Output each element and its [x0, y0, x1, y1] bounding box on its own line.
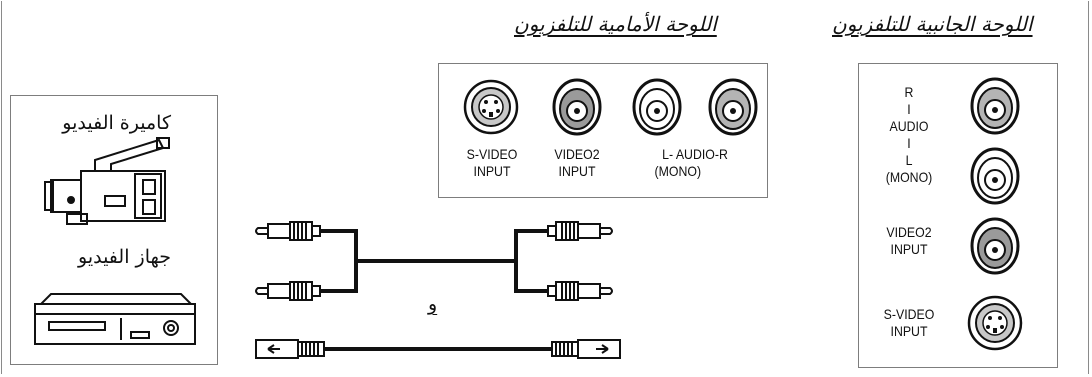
device-box: كاميرة الفيديو جهاز الفيديو — [10, 95, 218, 365]
svideo-jack-front — [463, 79, 519, 135]
svideo-jack-side — [967, 295, 1023, 351]
rca-cable-pair — [255, 221, 613, 301]
audio-r-jack-side — [970, 77, 1020, 135]
vcr-label: جهاز الفيديو — [78, 246, 171, 268]
front-audio-label: L- AUDIO-R (MONO) — [654, 146, 728, 179]
video2-jack-front — [552, 78, 602, 136]
side-panel-box: R I AUDIO I L (MONO) VIDEO2 INPUT S-VIDE… — [858, 63, 1058, 368]
svideo-cable — [255, 339, 621, 359]
side-video2-label: VIDEO2 INPUT — [886, 224, 932, 257]
camcorder-label: كاميرة الفيديو — [62, 112, 171, 134]
audio-r-jack-front — [708, 78, 758, 136]
side-panel-heading: اللوحة الجانبية للتلفزيون — [832, 12, 1033, 36]
camcorder-icon — [44, 137, 170, 225]
vcr-icon — [34, 293, 196, 345]
side-panel-jacks — [967, 77, 1023, 351]
side-audio-label: R I AUDIO I L (MONO) — [885, 84, 933, 185]
front-video2-label: VIDEO2 INPUT — [554, 146, 600, 179]
or-label: و — [428, 293, 438, 315]
front-panel-jacks — [463, 78, 758, 136]
front-panel-box: S-VIDEO INPUT VIDEO2 INPUT L- AUDIO-R (M… — [438, 63, 768, 198]
audio-l-jack-side — [970, 147, 1020, 205]
front-panel-heading: اللوحة الأمامية للتلفزيون — [514, 12, 717, 36]
audio-l-jack-front — [632, 78, 682, 136]
side-svideo-label: S-VIDEO INPUT — [883, 306, 935, 339]
video2-jack-side — [970, 217, 1020, 275]
front-svideo-label: S-VIDEO INPUT — [466, 146, 518, 179]
